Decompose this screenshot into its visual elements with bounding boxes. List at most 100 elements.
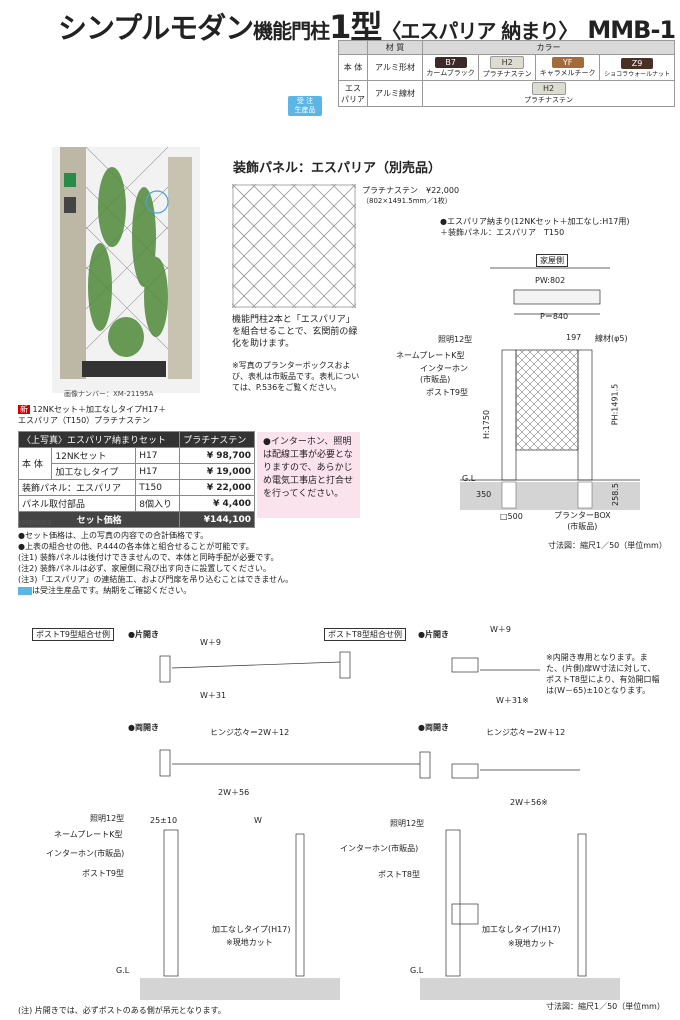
panel-price: プラチナステン ¥22,000 [362,186,460,195]
planter-label: プランターBOX (市販品) [554,511,611,531]
h1750-label: H:1750 [482,409,492,440]
callout-nameplate: ネームプレートK型 [396,351,465,360]
elev-intercom-t8: インターホン(市販品) [340,844,419,853]
made-to-order-badge: 受 注 生産品 [288,96,322,116]
callout-post: ポストT9型 [426,388,468,397]
elev-name: ネームプレートK型 [54,830,123,839]
p-label: P＝840 [540,312,569,321]
drawing-scale: 寸法図：縮尺1／50（単位mm） [548,541,667,550]
d197-label: 197 [566,333,582,342]
note-item: ●上表の組合せの他、P.444の各本体と組合せることが可能です。 [18,542,254,551]
row-espalier-material: アルミ線材 [367,80,423,107]
t8-note: ※内開き専用となります。また、(片側)扉W寸法に対して、ポストT8型により、有効… [546,653,660,695]
new-caption-line1: 12NKセット＋加工なしタイプH17＋ [32,405,167,414]
pw-label: PW:802 [535,276,566,285]
footer-scale: 寸法図：縮尺1／50（単位mm） [546,1002,665,1011]
t8-double-label: ●両開き [418,723,449,732]
header-color: カラー [422,40,675,55]
elev-light: 照明12型 [90,814,125,823]
t8-hinge: ヒンジ芯々＝2W＋12 [486,728,566,737]
espalier-drawing [460,267,640,510]
footer-note: (注) 片開きでは、必ずポストのある側が吊元となります。 [18,1006,226,1015]
t9-hinge: ヒンジ芯々＝2W＋12 [210,728,290,737]
row-espalier-label: エスパリア [338,80,368,107]
notes: ●セット価格は、上の写真の内容での合計価格です。 ●上表の組合せの他、P.444… [18,530,348,596]
note-item: (注3)「エスパリア」の連結施工、および門扉を吊り込むことはできません。 [18,575,294,584]
price-color-col: プラチナステン [179,431,255,448]
elev-type: 加工なしタイプ(H17) [212,925,291,934]
elev-intercom: インターホン(市販品) [46,849,125,858]
wiring-note: ●インターホン、照明は配線工事が必要となりますので、あらかじめ電気工事店と打合せ… [257,432,360,518]
title-code: MMB-1 [587,16,676,44]
photo-caption: 画像ナンバー：XM-21195A [64,390,154,398]
note-item: (注1) 装飾パネルは後付けできませんので、本体と同時手配が必要です。 [18,553,279,562]
elev-type-t8: 加工なしタイプ(H17) [482,925,561,934]
d500-label: □500 [500,512,523,521]
d2585-label: 258.5 [610,483,620,506]
title-variant: 〈エスパリア 納まり〉 [381,19,578,43]
made-to-order-note: は受注生産品です。納期をご確認ください。 [32,586,192,595]
t8-w9: W＋9 [490,625,511,634]
elev-gl: G.L [116,966,130,975]
price-total-row: セット価格¥144,100 [17,511,255,528]
combo-t9-label: ポストT9型組合せ例 [32,628,114,641]
elev-w: W [254,816,262,825]
elev-gl-t8: G.L [410,966,424,975]
espalier-panel-illustration [232,184,356,308]
photo-illustration [52,146,200,393]
elev-d25: 25±10 [150,816,178,825]
gl-label: G.L [462,474,476,483]
panel-desc: 機能門柱2本と「エスパリア」を組合せることで、玄関前の緑化を助けます。 [232,315,358,349]
elev-cut: ※現地カット [226,938,273,947]
t9-w31: W＋31 [200,691,227,700]
new-caption-line2: エスパリア（T150）プラチナステン [18,416,151,425]
combo-t8-label: ポストT8型組合せ例 [324,628,406,641]
price-table-header: 〈上写真〉エスパリア納まりセット [17,431,181,448]
elev-post8: ポストT8型 [378,870,420,879]
title-type: 1型 [329,8,382,46]
house-side-label: 家屋側 [536,254,568,267]
title-sub: 機能門柱 [253,19,330,43]
note-item: ●セット価格は、上の写真の内容での合計価格です。 [18,531,209,540]
d350-label: 350 [476,490,492,499]
drawing-title: ●エスパリア納まり(12NKセット＋加工なし:H17用) ＋装飾パネル：エスパリ… [440,217,630,237]
note-item: (注2) 装飾パネルは必ず、家屋側に飛び出す向きに設置してください。 [18,564,271,573]
elev-light-t8: 照明12型 [390,819,425,828]
header-material: 材 質 [367,40,423,55]
elev-cut-t8: ※現地カット [508,939,555,948]
t8-w56: 2W＋56※ [510,798,548,807]
row-body-material: アルミ形材 [367,54,423,81]
panel-heading: 装飾パネル：エスパリア（別売品） [233,161,442,176]
ph-label: PH:1491.5 [610,383,620,426]
title-main: シンプルモダン [58,11,254,45]
t9-double-label: ●両開き [128,723,159,732]
plan-elevation-drawings [140,651,620,1000]
made-to-order-swatch [18,586,32,595]
t9-single-label: ●片開き [128,630,159,639]
product-photo [52,146,200,393]
panel-note: ※写真のプランターボックスおよび、表札は市販品です。表札については、P.536を… [232,361,360,392]
page-title: シンプルモダン機能門柱1型〈エスパリア 納まり〉 MMB-1 [58,2,676,48]
t9-w9: W＋9 [200,638,221,647]
callout-intercom: インターホン (市販品) [420,364,468,384]
wire-label: 線材(φ5) [595,334,628,343]
panel-size: （802×1491.5mm／1枚） [362,197,452,205]
callout-light: 照明12型 [438,335,473,344]
t8-w31: W＋31※ [496,696,529,705]
t9-w56: 2W＋56 [218,788,250,797]
row-body-label: 本 体 [338,54,368,81]
t8-single-label: ●片開き [418,630,449,639]
price-code: XMB0003 [18,519,52,527]
new-caption: 新 12NKセット＋加工なしタイプH17＋ エスパリア（T150）プラチナステン [18,404,238,426]
new-badge: 新 [18,405,30,414]
